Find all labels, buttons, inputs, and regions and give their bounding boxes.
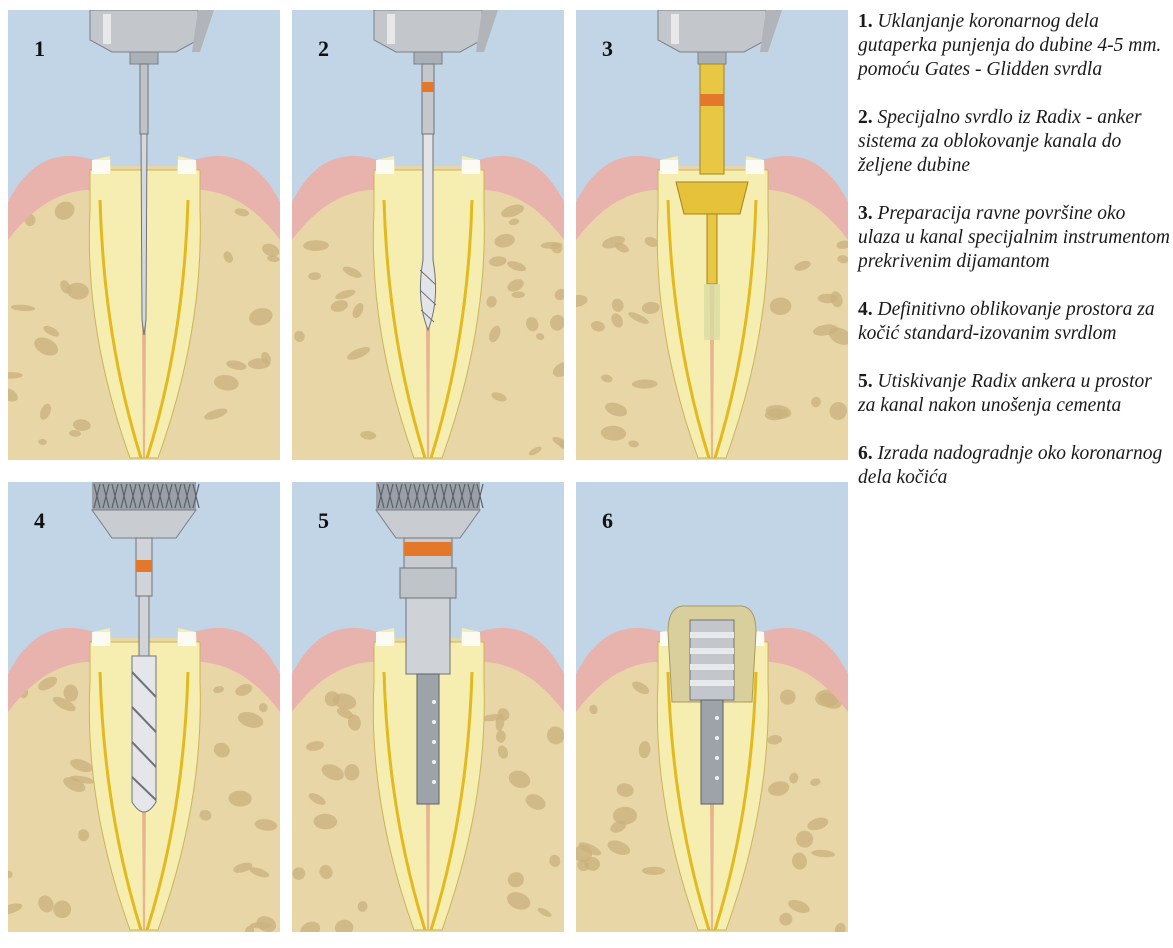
step-caption-6: 6. Izrada nadogradnje oko koronarnog del…	[858, 442, 1170, 490]
step-panel-5: 5	[292, 482, 564, 932]
step-caption-5: 5. Utiskivanje Radix ankera u prostor za…	[858, 370, 1170, 418]
step-text: Specijalno svrdlo iz Radix - anker siste…	[858, 107, 1142, 176]
step-number: 1.	[858, 11, 873, 32]
step-panel-1: 1	[8, 10, 280, 460]
step-number: 4.	[858, 299, 873, 320]
step-panel-4: 4	[8, 482, 280, 932]
panel-number: 2	[318, 36, 329, 61]
panel-number: 6	[602, 508, 613, 533]
step-text: Utiskivanje Radix ankera u prostor za ka…	[858, 371, 1152, 416]
step-captions: 1. Uklanjanje koronarnog dela gutaperka …	[858, 10, 1170, 490]
step-number: 3.	[858, 203, 873, 224]
panel-number: 5	[318, 508, 329, 533]
step-text: Preparacija ravne površine oko ulaza u k…	[858, 203, 1170, 272]
step-caption-3: 3. Preparacija ravne površine oko ulaza …	[858, 202, 1170, 274]
step-text: Definitivno oblikovanje prostora za koči…	[858, 299, 1155, 344]
step-caption-2: 2. Specijalno svrdlo iz Radix - anker si…	[858, 106, 1170, 178]
panel-number: 1	[34, 36, 45, 61]
step-caption-4: 4. Definitivno oblikovanje prostora za k…	[858, 298, 1170, 346]
step-caption-1: 1. Uklanjanje koronarnog dela gutaperka …	[858, 10, 1170, 82]
step-panel-6: 6	[576, 482, 848, 932]
step-panel-2: 2	[292, 10, 564, 460]
step-number: 5.	[858, 371, 873, 392]
step-panel-3: 3	[576, 10, 848, 460]
panel-number: 4	[34, 508, 45, 533]
step-number: 6.	[858, 443, 873, 464]
step-text: Uklanjanje koronarnog dela gutaperka pun…	[858, 11, 1161, 80]
step-number: 2.	[858, 107, 873, 128]
panel-number: 3	[602, 36, 613, 61]
step-text: Izrada nadogradnje oko koronarnog dela k…	[858, 443, 1162, 488]
